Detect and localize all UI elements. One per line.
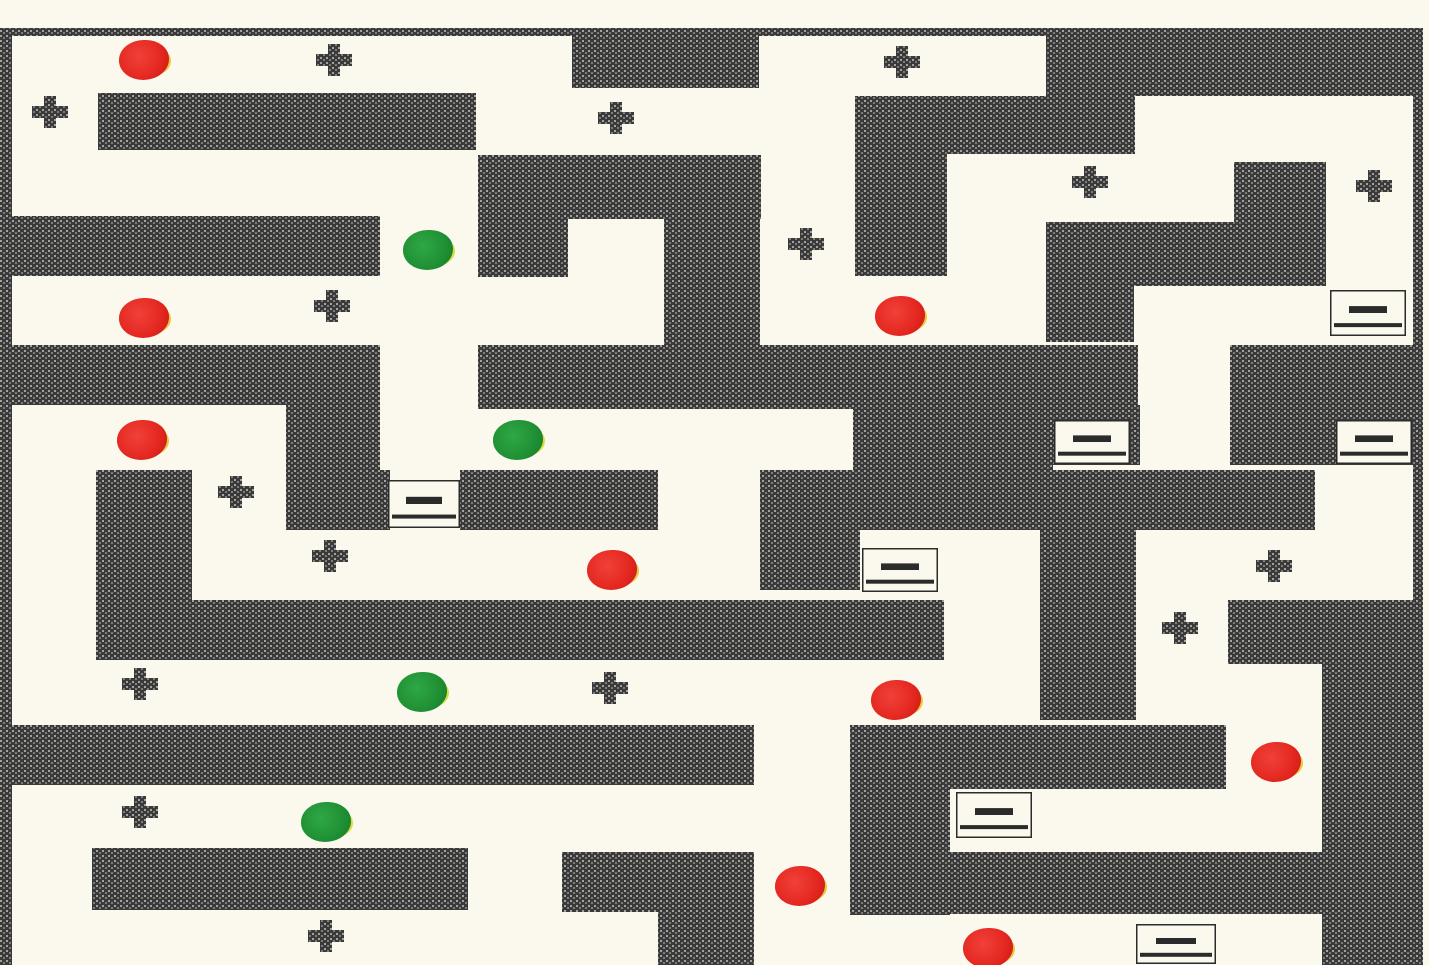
cross-icon bbox=[1160, 610, 1200, 646]
maze-wall bbox=[658, 852, 754, 965]
maze-wall bbox=[664, 155, 760, 345]
cross-icon bbox=[120, 794, 160, 830]
gate-icon bbox=[862, 548, 938, 592]
maze-wall bbox=[853, 345, 1053, 475]
cross-icon bbox=[306, 918, 346, 954]
gate-icon bbox=[1330, 290, 1406, 336]
maze-wall bbox=[760, 470, 860, 590]
maze-wall bbox=[0, 28, 12, 965]
maze-wall bbox=[1228, 600, 1416, 664]
cross-icon bbox=[882, 44, 922, 80]
gate-icon bbox=[1054, 420, 1130, 464]
maze-wall bbox=[1322, 660, 1416, 965]
cross-icon bbox=[596, 100, 636, 136]
gate-icon bbox=[956, 792, 1032, 838]
maze-wall bbox=[478, 155, 568, 277]
gate-icon bbox=[1336, 420, 1412, 464]
gate-icon bbox=[1136, 924, 1216, 964]
maze-wall bbox=[572, 30, 759, 88]
maze-wall bbox=[98, 93, 476, 150]
gate-icon bbox=[388, 480, 460, 528]
maze-wall bbox=[1234, 162, 1326, 226]
maze-wall bbox=[96, 600, 944, 660]
cross-icon bbox=[1070, 164, 1110, 200]
cross-icon bbox=[216, 474, 256, 510]
maze-wall bbox=[10, 216, 380, 276]
maze-wall bbox=[92, 848, 468, 910]
maze-wall bbox=[286, 470, 390, 530]
cross-icon bbox=[312, 288, 352, 324]
red-blob-icon[interactable] bbox=[963, 928, 1013, 965]
cross-icon bbox=[120, 666, 160, 702]
maze-wall bbox=[1046, 222, 1134, 342]
maze-wall bbox=[1046, 34, 1422, 96]
maze-wall bbox=[855, 96, 947, 276]
maze-wall bbox=[460, 470, 658, 530]
cross-icon bbox=[590, 670, 630, 706]
cross-icon bbox=[314, 42, 354, 78]
maze-wall bbox=[850, 852, 1414, 914]
cross-icon bbox=[30, 94, 70, 130]
cross-icon bbox=[310, 538, 350, 574]
cross-icon bbox=[1354, 168, 1394, 204]
maze-wall bbox=[0, 725, 754, 785]
cross-icon bbox=[786, 226, 826, 262]
maze-wall bbox=[1040, 530, 1136, 720]
cross-icon bbox=[1254, 548, 1294, 584]
